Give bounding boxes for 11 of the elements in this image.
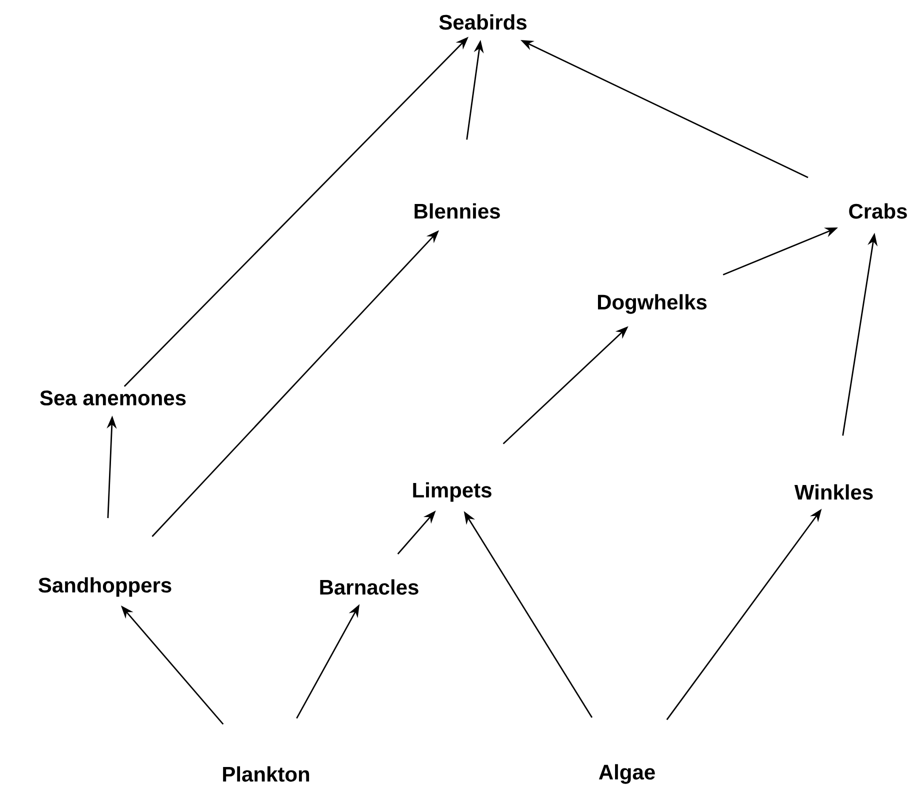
species-label: Barnacles xyxy=(320,579,418,595)
species-label: Dogwhelks xyxy=(598,294,707,314)
species-label: Sandhoppers xyxy=(38,577,172,597)
species-label: Winkles xyxy=(794,484,873,500)
species-label: Sea anemones xyxy=(40,390,186,406)
species-label: Limpets xyxy=(413,482,492,502)
species-label: Algae xyxy=(598,764,655,784)
species-label: Crabs xyxy=(849,203,907,219)
species-label: Blennies xyxy=(414,203,500,219)
species-label: Seabirds xyxy=(439,14,526,30)
species-label: Plankton xyxy=(223,766,310,782)
